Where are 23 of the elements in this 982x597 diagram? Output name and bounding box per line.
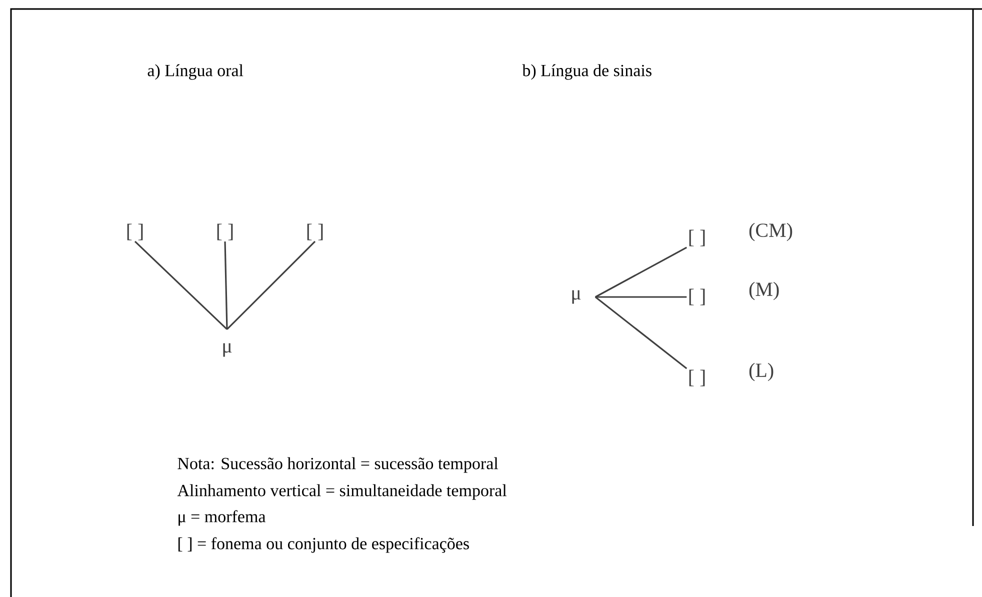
heading: b) Língua de sinais (522, 64, 652, 80)
bracket-symbol: [ ] (217, 224, 233, 240)
heading: a) Língua oral (148, 64, 244, 80)
feature-label: (M) (749, 282, 779, 300)
branch-line (594, 246, 688, 298)
branch-line (226, 240, 316, 330)
feature-label: (L) (749, 362, 774, 382)
feature-label: (CM) (749, 222, 792, 242)
branch-line (595, 296, 687, 298)
bracket-symbol: [ ] (689, 230, 705, 246)
note-text: Nota: Sucessão horizontal = sucessão temporal (178, 457, 498, 473)
bracket-symbol: [ ] (307, 224, 323, 240)
bracket-symbol: [ ] (689, 370, 705, 386)
branch-line (224, 241, 228, 330)
mu-symbol: μ (572, 290, 581, 304)
note-text: Alinhamento vertical = simultaneidade temporal (177, 484, 507, 500)
branch-line (134, 240, 228, 330)
bracket-symbol: [ ] (689, 288, 705, 306)
mu-symbol: μ (223, 343, 232, 357)
note-text: μ = morfema (178, 510, 266, 526)
note-text: [ ] = fonema ou conjunto de especificações (178, 537, 469, 553)
bracket-symbol: [ ] (127, 224, 143, 240)
branch-line (594, 296, 688, 370)
